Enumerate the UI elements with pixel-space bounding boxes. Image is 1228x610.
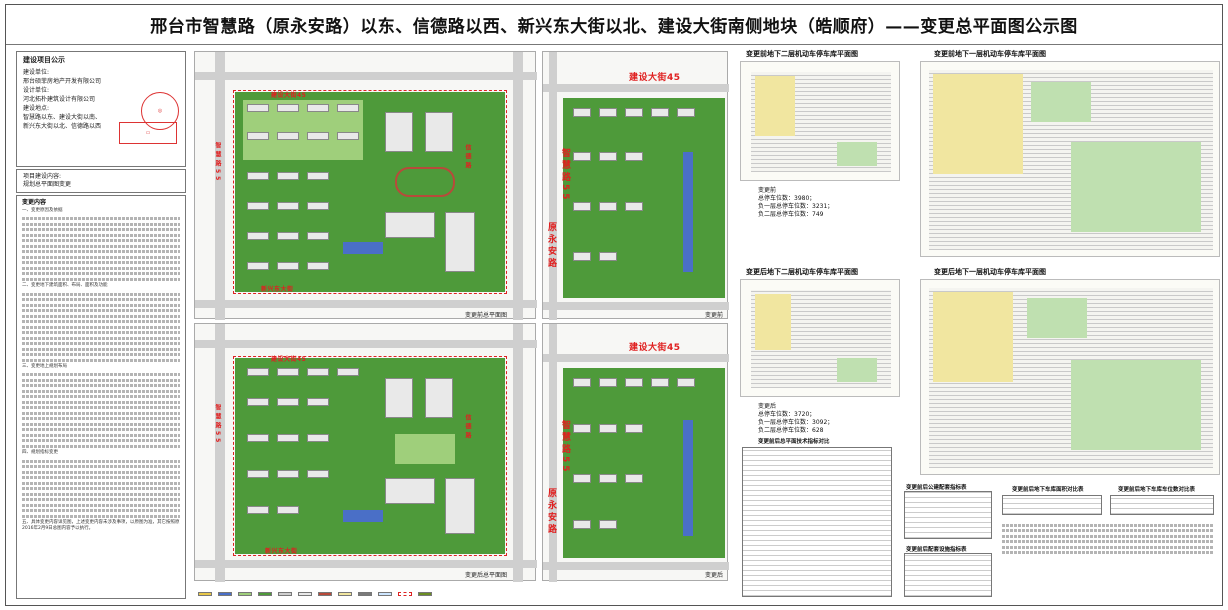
site-plan-after: 建设大街45 智慧路55 信德路 新兴东大街 变更后总平面图: [194, 323, 537, 582]
parking-after-b2-title: 变更后地下二层机动车停车库平面图: [746, 268, 858, 276]
road-label-zhihui-detail-top: 智慧路55: [560, 148, 570, 203]
table-left2-title: 变更前后配套设施指标表: [906, 547, 967, 553]
table-b1: [1002, 495, 1102, 515]
content-box: 项目建设内容: 规划总平面图变更: [16, 169, 186, 193]
parking-after-b2-plan: [740, 279, 900, 397]
legend-item: [258, 592, 272, 596]
table-left1: [904, 491, 992, 539]
legend-item: [318, 592, 332, 596]
parking-before-label: 变更前: [758, 187, 777, 194]
site-plan-before: 建设大街45 智慧路55 信德路 新兴东大街 变更前总平面图: [194, 51, 537, 320]
map-legend: [198, 585, 718, 603]
road-label-jianshe-top: 建设大街45: [271, 92, 307, 99]
caption-before-top: 变更前总平面图: [465, 312, 508, 319]
parking-before-b2-plan: [740, 61, 900, 181]
unit-label: 建设单位:: [23, 69, 50, 76]
changes-section-4: 四、规划指标变更: [22, 450, 58, 456]
changes-section-2: 二、变更地下建筑面积、布局、面积及功能: [22, 283, 108, 289]
legend-item: [398, 592, 412, 596]
changes-closing: 五、具体变更内容详见图，上述变更内容未涉及事项，以原图为准，其它按照原2016年…: [22, 520, 180, 532]
official-seal: ◎: [141, 92, 179, 130]
road-label-zhihui-detail-bottom: 智慧路55: [560, 420, 570, 475]
parking-before-b1-title: 变更前地下一层机动车停车库平面图: [934, 50, 1046, 58]
legend-item: [218, 592, 232, 596]
announcement-heading: 建设项目公示: [23, 56, 65, 64]
legend-item: [278, 592, 292, 596]
road-label-xinxing-top: 新兴东大街: [261, 286, 294, 293]
parking-after-stats: 变更后 总停车位数：3720； 负一层总停车位数：3092； 负二层总停车位数：…: [758, 403, 833, 435]
parking-after-label: 变更后: [758, 403, 777, 410]
road-label-yongan-detail-bottom: 原永安路: [546, 488, 556, 536]
table-left2: [904, 553, 992, 597]
legend-item: [198, 592, 212, 596]
changes-section-3: 三、变更地上规划布局: [22, 364, 67, 370]
road-label-jianshe-detail-bottom: 建设大街45: [629, 343, 681, 353]
road-label-zhihui-bottom: 智慧路55: [214, 404, 221, 446]
table-b1-title: 变更前后地下车库面积对比表: [1012, 487, 1084, 493]
drawing-sheet: 邢台市智慧路（原永安路）以东、信德路以西、新兴东大街以北、建设大街南侧地块（皓顺…: [5, 4, 1223, 606]
location-line-1: 智慧路以东、建设大街以南、: [23, 114, 102, 121]
parking-before-b2-title: 变更前地下二层机动车停车库平面图: [746, 50, 858, 58]
table-b2: [1110, 495, 1214, 515]
table-b2-title: 变更前后地下车库车位数对比表: [1118, 487, 1196, 493]
parking-before-stats: 变更前 总停车位数：3980； 负一层总停车位数：3231； 负二层总停车位数：…: [758, 187, 833, 219]
table-main: [742, 447, 892, 597]
approval-stamp: ▭: [119, 122, 177, 144]
left-column: 建设项目公示 建设单位: 邢台硕菲房地产开发有限公司 设计单位: 河北拓朴建筑设…: [16, 51, 186, 599]
site-plan-after-detail: 建设大街45 智慧路55 原永安路 变更后: [542, 323, 729, 582]
announcement-box: 建设项目公示 建设单位: 邢台硕菲房地产开发有限公司 设计单位: 河北拓朴建筑设…: [16, 51, 186, 167]
legend-item: [378, 592, 392, 596]
parking-notes: [1002, 521, 1214, 557]
parking-before-total: 总停车位数：3980；: [758, 195, 816, 202]
caption-after-top: 变更前: [705, 312, 724, 319]
parking-after-b1-title: 变更后地下一层机动车停车库平面图: [934, 268, 1046, 276]
parking-before-b1: 负一层总停车位数：3231；: [758, 203, 834, 210]
design-label: 设计单位:: [23, 87, 50, 94]
unit-value: 邢台硕菲房地产开发有限公司: [23, 78, 102, 85]
caption-before-bottom: 变更后总平面图: [465, 572, 508, 579]
parking-after-b1-plan: [920, 279, 1220, 475]
road-label-yongan-detail-top: 原永安路: [546, 222, 556, 270]
parking-before-b2: 负二层总停车位数：749: [758, 211, 824, 218]
location-label: 建设地点:: [23, 105, 50, 112]
table-main-title: 变更前后总平面技术指标对比: [758, 439, 830, 445]
legend-item: [358, 592, 372, 596]
title-bar: 邢台市智慧路（原永安路）以东、信德路以西、新兴东大街以北、建设大街南侧地块（皓顺…: [6, 5, 1222, 45]
design-value: 河北拓朴建筑设计有限公司: [23, 96, 96, 103]
parking-after-total: 总停车位数：3720；: [758, 411, 816, 418]
parking-before-b1-plan: [920, 61, 1220, 257]
road-label-xinde-bottom: 信德路: [464, 414, 471, 441]
caption-after-bottom: 变更后: [705, 572, 724, 579]
table-left1-title: 变更前后公建配套指标表: [906, 485, 967, 491]
road-label-xinde-top: 信德路: [464, 144, 471, 171]
parking-after-b1: 负一层总停车位数：3092；: [758, 419, 834, 426]
road-label-zhihui-top: 智慧路55: [214, 142, 221, 184]
legend-item: [298, 592, 312, 596]
changes-box: 变更内容 一、变更原因及依据 二、变更地下建筑面积、布局、面积及功能 三、变更地…: [16, 195, 186, 599]
legend-item: [238, 592, 252, 596]
legend-item: [338, 592, 352, 596]
legend-item: [418, 592, 432, 596]
parking-after-b2: 负二层总停车位数：628: [758, 427, 824, 434]
content-value: 规划总平面图变更: [23, 181, 72, 188]
changes-heading: 变更内容: [22, 199, 47, 206]
road-label-jianshe-bottom: 建设大街45: [271, 356, 307, 363]
content-label: 项目建设内容:: [23, 173, 62, 180]
road-label-xinxing-bottom: 新兴东大街: [265, 548, 298, 555]
changes-section-1: 一、变更原因及依据: [22, 208, 63, 214]
road-label-jianshe-detail-top: 建设大街45: [629, 73, 681, 83]
site-plan-before-detail: 建设大街45 智慧路55 原永安路 变更前: [542, 51, 729, 320]
location-line-2: 新兴东大街以北、信德路以西: [23, 123, 102, 130]
page-title: 邢台市智慧路（原永安路）以东、信德路以西、新兴东大街以北、建设大街南侧地块（皓顺…: [150, 17, 1078, 37]
